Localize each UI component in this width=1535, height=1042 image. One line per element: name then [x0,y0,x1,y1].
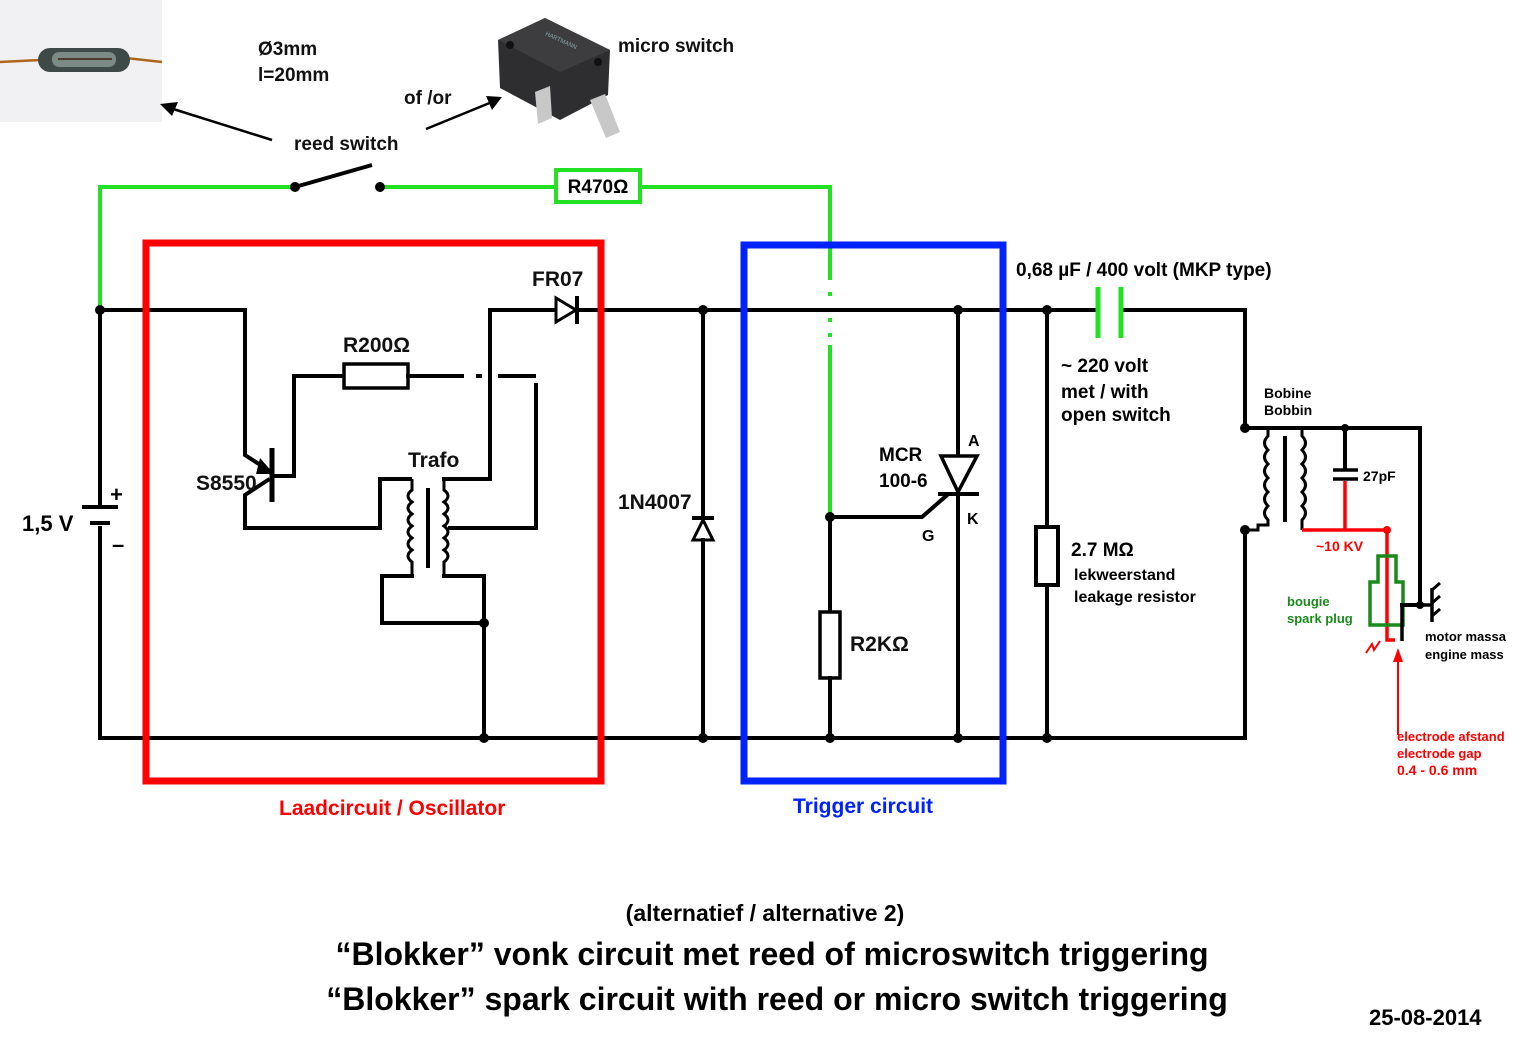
footer-date: 25-08-2014 [1369,1005,1482,1030]
ground-symbol [1420,581,1441,622]
voltage-note-3: open switch [1061,405,1171,426]
battery-voltage-label: 1,5 V [22,511,74,536]
diode-fr07 [554,295,579,325]
or-label: of /or [404,88,452,109]
arrow-to-micro-icon [425,96,502,131]
arrow-to-reed-icon [160,102,273,142]
bobbin-en: Bobbin [1264,402,1312,418]
ignition-coil [1240,423,1422,608]
resistor-r2k [818,610,842,680]
trigger-box [740,241,1007,785]
thyristor-label-1: MCR [879,445,923,466]
reed-switch-symbol [290,163,385,192]
battery-plus-label: + [110,482,123,507]
spark-icon [1365,640,1381,654]
spark-plug-en: spark plug [1287,611,1353,626]
thyristor-label-2: 100-6 [879,471,928,492]
reed-diameter-label: Ø3mm [258,39,317,60]
trigger-wire [98,185,832,517]
hv-wire [1302,481,1395,642]
leak-resistor [1034,305,1060,743]
micro-switch-label: micro switch [618,36,734,57]
ground-nl: motor massa [1425,629,1507,644]
transistor-label: S8550 [196,472,257,495]
reed-switch-label: reed switch [294,134,399,155]
reed-length-label: l=20mm [258,65,329,86]
voltage-note-2: met / with [1061,382,1149,403]
micro-switch-photo: HARTMANN [498,18,620,138]
r200-label: R200Ω [343,334,410,357]
main-capacitor-label: 0,68 µF / 400 volt (MKP type) [1016,260,1272,281]
1n4007-label: 1N4007 [618,491,692,514]
trigger-block-label: Trigger circuit [793,795,933,818]
gap-value: 0.4 - 0.6 mm [1397,762,1477,778]
diode-1n4007 [690,305,716,743]
resistor-r200 [342,362,410,390]
r470-label: R470Ω [568,177,629,198]
pin-g-label: G [922,528,934,545]
oscillator-box [142,239,605,785]
footer-title-en: “Blokker” spark circuit with reed or mic… [326,981,1228,1017]
fr07-label: FR07 [532,268,583,291]
gap-en: electrode gap [1397,746,1482,761]
hv-label: ~10 KV [1316,538,1364,554]
gap-nl: electrode afstand [1397,729,1505,744]
trafo-label: Trafo [408,449,459,472]
leak-resistor-nl: lekweerstand [1074,567,1175,584]
footer-subtitle: (alternatief / alternative 2) [626,900,905,926]
bobbin-nl: Bobine [1264,385,1312,401]
junction-dot [95,305,105,315]
battery-minus-label: – [112,532,124,557]
pin-a-label: A [968,433,980,450]
leak-resistor-value: 2.7 MΩ [1071,540,1134,561]
footer-title-nl: “Blokker” vonk circuit met reed of micro… [335,936,1208,972]
cap-27pf-label: 27pF [1363,468,1396,484]
spark-plug-nl: bougie [1287,594,1330,609]
trigger-circuit [818,305,980,743]
oscillator-circuit [243,308,558,743]
spark-plug [1368,554,1424,641]
reed-switch-photo [0,0,163,122]
top-rail [98,308,1247,430]
resistor-r470: R470Ω [554,168,642,204]
r2k-label: R2KΩ [850,633,909,656]
leak-resistor-en: leakage resistor [1074,589,1196,606]
main-capacitor [1095,287,1124,338]
oscillator-block-label: Laadcircuit / Oscillator [279,797,505,820]
pin-k-label: K [967,511,979,528]
bottom-rail [98,528,1247,740]
gap-arrow-icon [1393,648,1403,735]
ground-en: engine mass [1425,647,1504,662]
battery-symbol [82,308,118,740]
voltage-note-1: ~ 220 volt [1061,356,1149,377]
